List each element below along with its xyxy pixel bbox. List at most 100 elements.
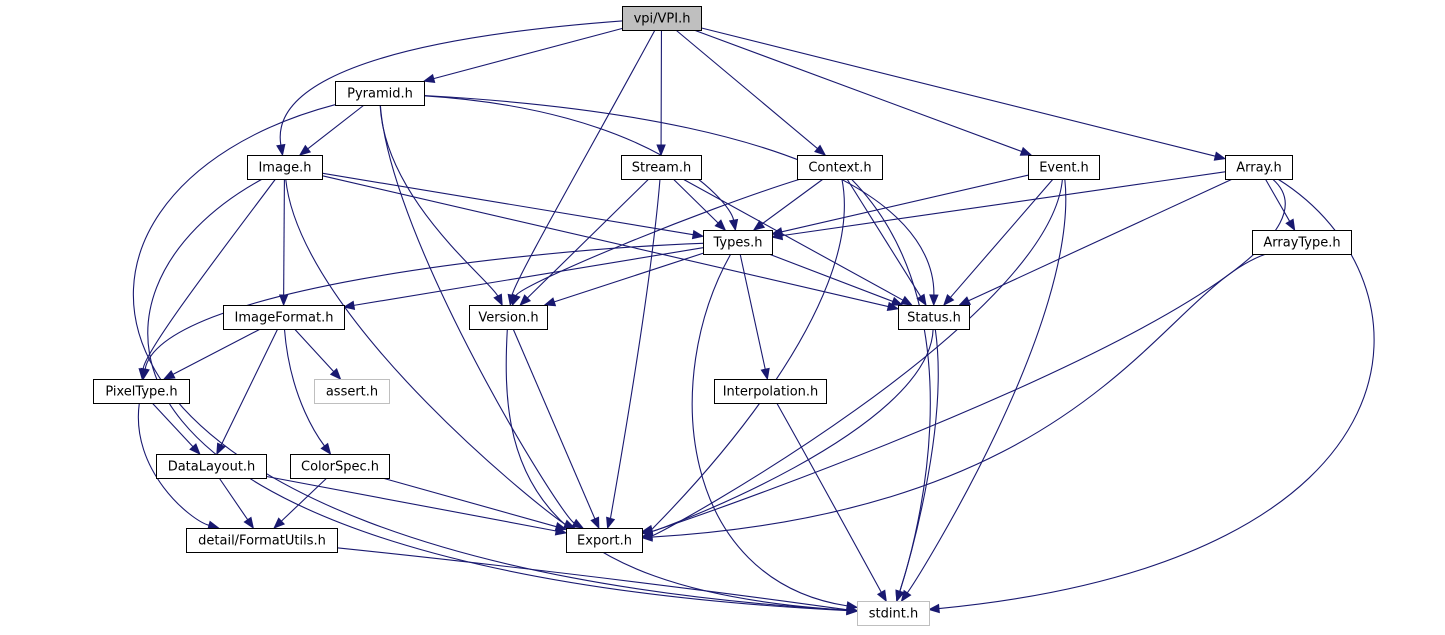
edge-image-to-types — [321, 172, 694, 236]
edge-context-to-stdint — [850, 178, 931, 592]
node-colorspec[interactable]: ColorSpec.h — [290, 454, 390, 479]
node-pyramid[interactable]: Pyramid.h — [335, 81, 425, 106]
edge-image-to-export — [285, 178, 566, 525]
arrowhead-imageformat-to-datalayout — [216, 442, 226, 456]
node-box — [290, 454, 390, 479]
arrowhead-colorspec-to-formatutils — [273, 517, 286, 529]
node-label: Export.h — [577, 534, 632, 549]
node-box — [622, 6, 702, 31]
edge-context-to-status — [846, 178, 922, 297]
node-status[interactable]: Status.h — [898, 305, 970, 330]
edge-pyramid-to-status — [423, 94, 935, 296]
arrowhead-pixeltype-to-datalayout — [189, 443, 201, 455]
arrowhead-pyramid-to-types — [728, 218, 739, 232]
arrowhead-interpolation-to-stdint — [876, 589, 887, 603]
node-arraytype[interactable]: ArrayType.h — [1252, 230, 1352, 255]
edge-interpolation-to-stdint — [776, 402, 882, 593]
node-label: DataLayout.h — [168, 460, 256, 475]
node-box — [247, 155, 323, 180]
arrowhead-vpi-to-image — [276, 143, 286, 157]
edge-version-to-stdint — [505, 328, 848, 611]
arrowhead-imageformat-to-assert — [329, 368, 342, 380]
node-version[interactable]: Version.h — [469, 305, 548, 330]
arrowhead-types-to-status — [890, 296, 904, 306]
edges-layer — [132, 20, 1375, 616]
node-label: PixelType.h — [105, 385, 177, 400]
node-array[interactable]: Array.h — [1225, 155, 1293, 180]
arrowhead-stream-to-export — [606, 516, 616, 530]
arrowhead-version-to-export — [590, 516, 600, 530]
arrowhead-imageformat-to-colorspec — [320, 442, 332, 456]
node-label: Array.h — [1236, 161, 1282, 176]
edge-pyramid-to-image — [307, 104, 365, 150]
edge-pixeltype-to-datalayout — [151, 402, 194, 448]
node-stdint: stdint.h — [857, 601, 930, 626]
arrowhead-colorspec-to-export — [554, 521, 568, 532]
edge-imageformat-to-pixeltype — [172, 328, 261, 375]
arrowhead-vpi-to-event — [1019, 146, 1033, 156]
edge-types-to-interpolation — [739, 253, 766, 370]
edge-vpi-to-version — [511, 29, 656, 296]
node-label: stdint.h — [869, 607, 918, 622]
edge-array-to-arraytype — [1264, 178, 1291, 222]
node-export[interactable]: Export.h — [566, 528, 643, 553]
arrowhead-status-to-stdint — [895, 589, 905, 603]
edge-arraytype-to-export — [651, 253, 1267, 538]
arrowhead-types-to-imageformat — [342, 300, 356, 310]
node-box — [714, 379, 827, 404]
arrowhead-types-to-interpolation — [760, 367, 770, 381]
edge-context-to-types — [761, 178, 824, 225]
node-interpolation[interactable]: Interpolation.h — [714, 379, 827, 404]
edge-imageformat-to-colorspec — [283, 328, 325, 447]
arrowhead-context-to-status — [916, 293, 927, 307]
edge-types-to-pixeltype — [144, 242, 704, 370]
arrowhead-pyramid-to-export — [571, 518, 585, 529]
node-imageformat[interactable]: ImageFormat.h — [223, 305, 345, 330]
node-types[interactable]: Types.h — [703, 230, 773, 255]
arrowhead-imageformat-to-pixeltype — [162, 369, 176, 380]
node-stream[interactable]: Stream.h — [621, 155, 702, 180]
node-box — [1028, 155, 1100, 180]
arrowhead-image-to-status — [886, 301, 900, 312]
node-label: detail/FormatUtils.h — [198, 534, 326, 549]
node-pixeltype[interactable]: PixelType.h — [93, 379, 190, 404]
edge-context-to-export — [651, 178, 845, 531]
arrowhead-array-to-types — [770, 230, 784, 241]
node-box — [186, 528, 338, 553]
edge-array-to-status — [968, 178, 1233, 302]
edge-formatutils-to-stdint — [336, 547, 848, 611]
node-box — [93, 379, 190, 404]
edge-vpi-to-context — [675, 29, 818, 150]
edge-imageformat-to-assert — [294, 328, 335, 373]
node-label: Types.h — [712, 236, 762, 251]
node-box — [703, 230, 773, 255]
node-box — [621, 155, 702, 180]
arrowhead-pyramid-to-version — [493, 293, 503, 307]
edge-vpi-to-image — [279, 20, 623, 146]
node-event[interactable]: Event.h — [1028, 155, 1100, 180]
arrowhead-status-to-export — [640, 526, 654, 537]
edge-event-to-types — [781, 174, 1029, 233]
arrowhead-formatutils-to-stdint — [846, 605, 859, 615]
node-label: ArrayType.h — [1263, 236, 1340, 251]
edge-stream-to-version — [526, 178, 650, 299]
node-image[interactable]: Image.h — [247, 155, 323, 180]
node-label: ColorSpec.h — [301, 460, 379, 475]
node-formatutils[interactable]: detail/FormatUtils.h — [186, 528, 338, 553]
edge-array-to-types — [781, 171, 1226, 237]
node-label: vpi/VPI.h — [634, 12, 691, 27]
edge-vpi-to-event — [693, 29, 1022, 153]
edge-types-to-stdint — [691, 253, 848, 607]
node-vpi[interactable]: vpi/VPI.h — [622, 6, 702, 31]
edge-vpi-to-array — [700, 27, 1216, 157]
arrowhead-pyramid-to-image — [298, 144, 312, 156]
node-context[interactable]: Context.h — [797, 155, 883, 180]
arrowhead-image-to-types — [691, 229, 705, 240]
node-datalayout[interactable]: DataLayout.h — [156, 454, 267, 479]
edge-types-to-imageformat — [353, 247, 704, 306]
arrowhead-array-to-arraytype — [1285, 218, 1296, 232]
arrowhead-types-to-version — [543, 297, 557, 307]
arrowhead-context-to-version — [511, 293, 521, 307]
